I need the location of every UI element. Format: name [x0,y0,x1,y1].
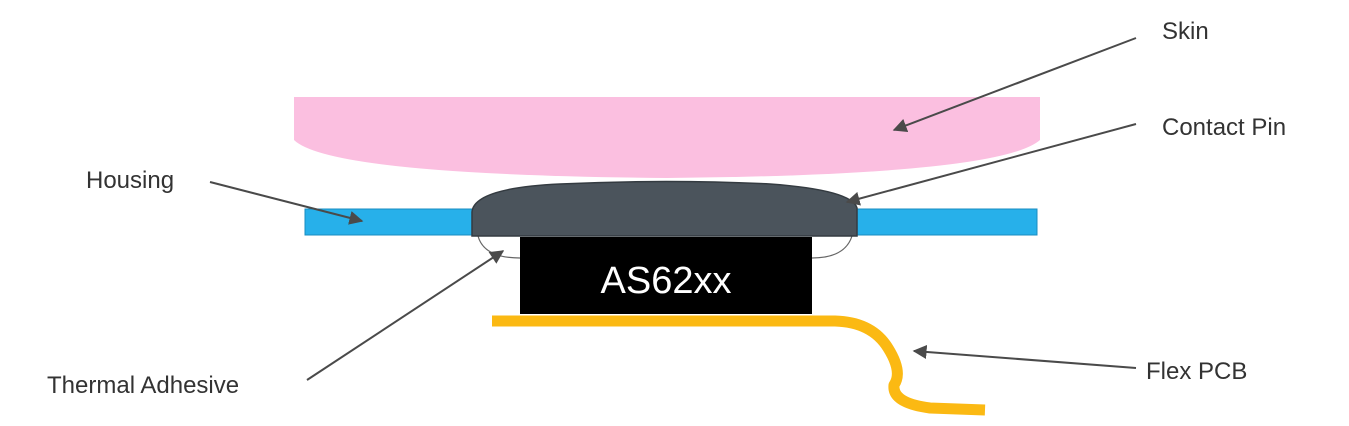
thermal-adhesive-label: Thermal Adhesive [47,372,240,399]
skin-leader-arrow [892,37,1137,133]
flex-pcb [492,315,986,416]
skin-label: Skin [1162,18,1209,45]
flex-pcb-label: Flex PCB [1146,358,1248,385]
chip-label: AS62xx [600,260,732,302]
housing-label: Housing [86,167,175,194]
chip-body [520,237,812,314]
contact-pin-leader-arrow [845,123,1137,206]
contact-pin-label: Contact Pin [1162,114,1287,141]
flex-pcb-leader-arrow [912,344,1137,369]
housing-leader-arrow [209,181,364,225]
contact-pin [471,180,858,237]
skin-layer [294,97,1040,178]
thermal-adhesive-leader-arrow [306,250,505,381]
housing-right [851,208,1038,236]
thermal-adhesive-right [811,235,853,259]
